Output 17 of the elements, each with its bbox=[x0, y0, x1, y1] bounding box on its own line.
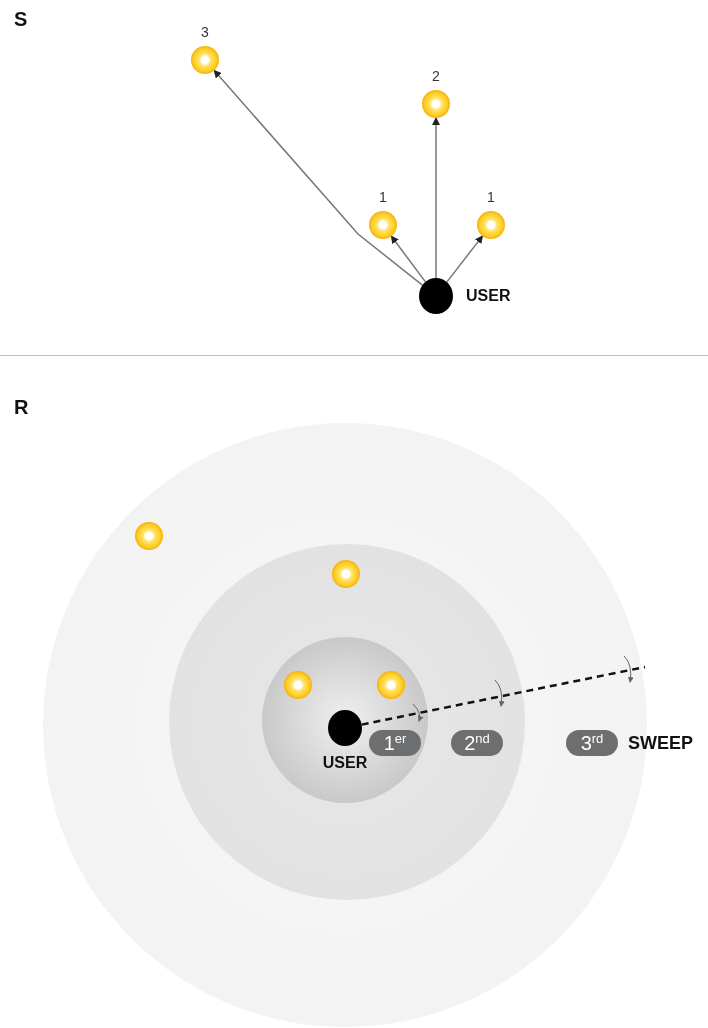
sweep-badge: 2$^{nd}$ bbox=[451, 730, 503, 756]
arrow bbox=[213, 69, 424, 287]
sweep-line bbox=[361, 665, 646, 726]
panel-letter: S bbox=[14, 8, 28, 31]
panel-letter: R bbox=[14, 396, 29, 419]
arrow bbox=[445, 235, 484, 284]
arrow bbox=[390, 235, 427, 284]
sweep-label: SWEEP bbox=[628, 733, 693, 754]
sweep-badge: 3$^{rd}$ bbox=[566, 730, 618, 756]
beacon-number: 2 bbox=[431, 68, 441, 84]
arrow bbox=[432, 117, 440, 280]
beacon-number: 3 bbox=[200, 24, 210, 40]
beacon-number: 1 bbox=[486, 189, 496, 205]
user-label: USER bbox=[466, 287, 511, 305]
sweep-badge: 1$^{er}$ bbox=[369, 730, 421, 756]
user-label: USER bbox=[321, 754, 369, 772]
beacon-number: 1 bbox=[378, 189, 388, 205]
